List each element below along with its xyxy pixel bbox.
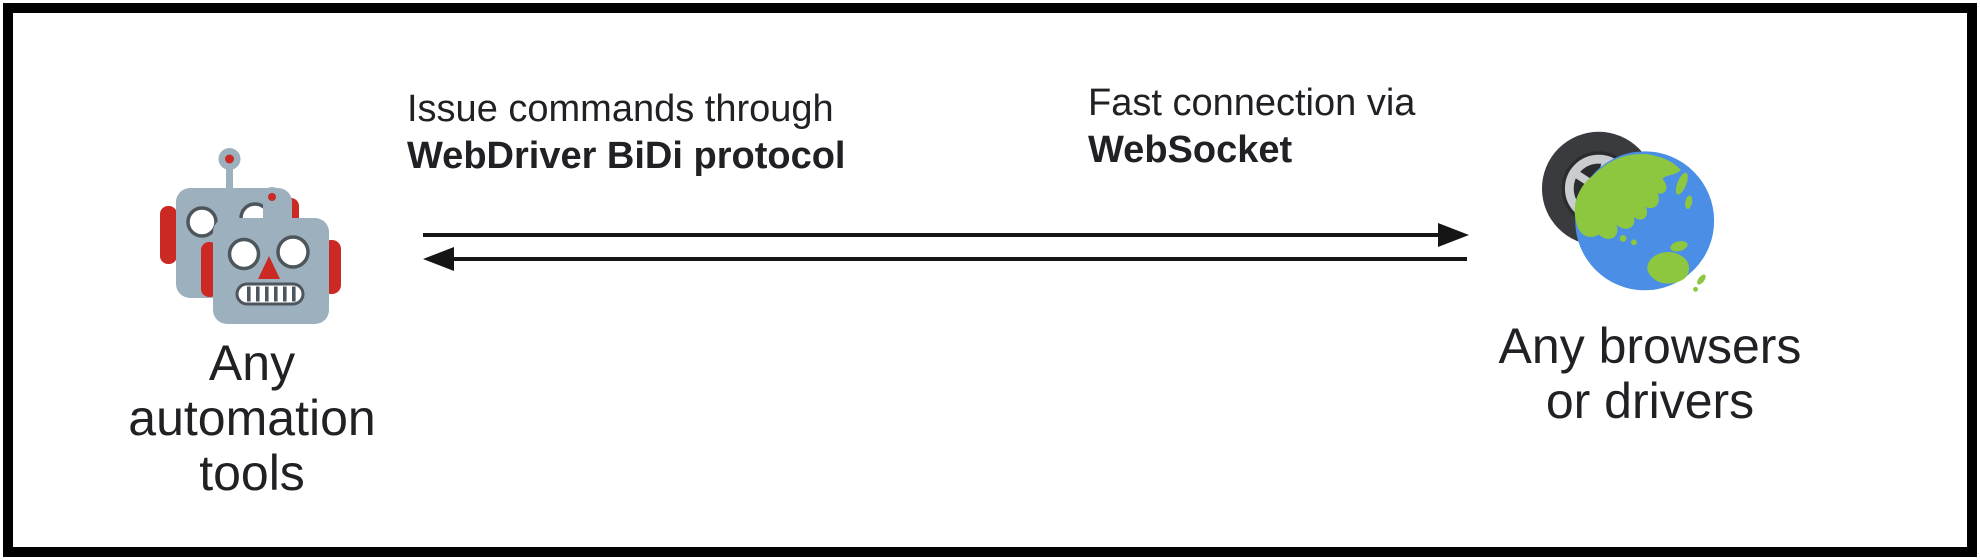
socket-label-regular: Fast connection via <box>1088 82 1416 124</box>
globe-continents <box>1574 153 1706 292</box>
socket-connection-label: Fast connection via WebSocket <box>1088 80 1415 174</box>
left-node-line: Any <box>208 335 296 391</box>
right-node-line: Any browsers <box>1498 318 1802 374</box>
robot-front <box>201 187 341 324</box>
command-label-regular: Issue commands through <box>407 88 834 130</box>
arrow-left-icon <box>423 247 1467 271</box>
left-node-line: automation <box>128 390 376 446</box>
right-node-line: or drivers <box>1545 373 1755 429</box>
globe-icon <box>1574 151 1715 292</box>
command-connection-label: Issue commands through WebDriver BiDi pr… <box>407 86 845 180</box>
left-node-line: tools <box>199 445 305 501</box>
socket-label-bold: WebSocket <box>1088 129 1293 171</box>
robot-faces-icon <box>156 142 356 342</box>
command-label-bold: WebDriver BiDi protocol <box>407 135 846 177</box>
right-node-label: Any browsers or drivers <box>1480 319 1820 429</box>
bidirectional-arrows <box>423 223 1469 271</box>
left-node-label: Any automation tools <box>102 336 402 501</box>
tire-globe-icon <box>1532 122 1728 303</box>
robot-teeth <box>247 286 296 302</box>
tire-globe-svg <box>1541 131 1715 292</box>
arrow-right-icon <box>423 223 1469 247</box>
robot-faces-svg <box>160 148 341 324</box>
